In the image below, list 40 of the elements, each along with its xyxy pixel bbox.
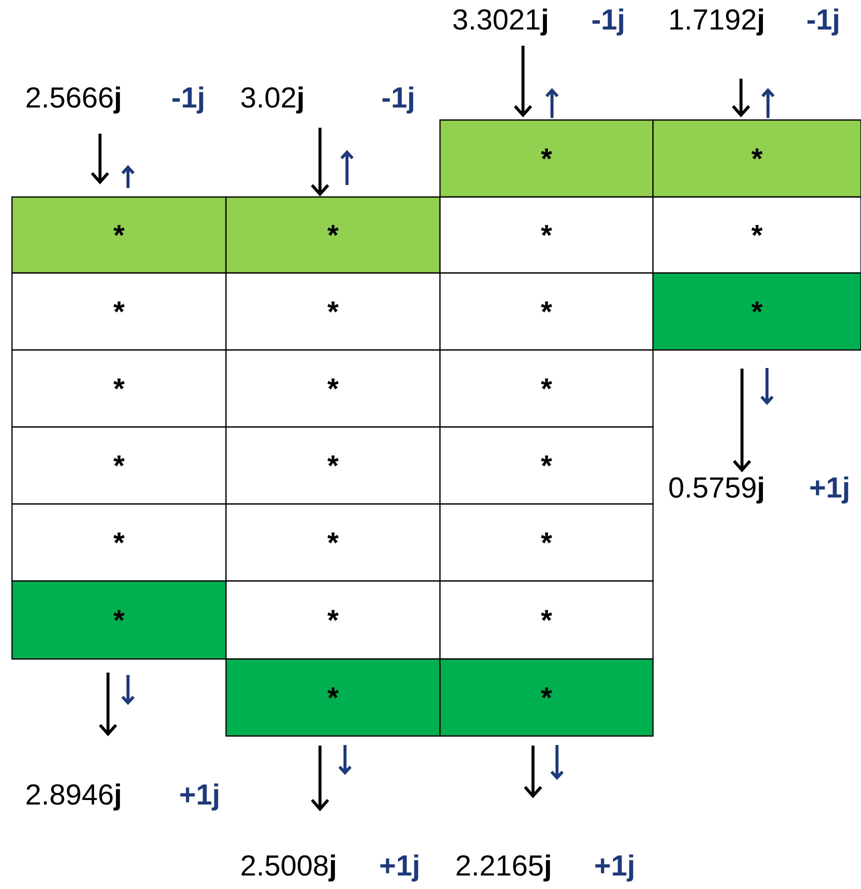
table-cell: * <box>439 349 654 428</box>
arrow <box>98 672 118 736</box>
value-label: 3.3021j -1j <box>453 8 624 36</box>
table-cell: * <box>225 272 441 351</box>
arrow <box>524 746 542 798</box>
arrow <box>310 746 330 812</box>
table-cell: * <box>439 119 654 198</box>
table-cell: * <box>11 426 227 505</box>
table-cell: * <box>439 196 654 274</box>
value-label: 1.7192j -1j <box>670 8 838 36</box>
table-cell: * <box>11 349 227 428</box>
value-label: 2.8946j +1j <box>26 784 218 811</box>
table-cell: * <box>225 426 441 505</box>
table-cell: * <box>652 196 861 274</box>
table-cell: * <box>225 349 441 428</box>
value-label: 3.02j -1j <box>241 86 414 114</box>
table-cell: * <box>652 119 861 198</box>
table-cell: * <box>652 272 861 351</box>
arrow <box>310 128 330 196</box>
table-cell: * <box>225 196 441 274</box>
arrow <box>732 368 752 472</box>
table-cell: * <box>439 503 654 582</box>
arrow <box>90 134 110 184</box>
table-cell: * <box>225 503 441 582</box>
table-cell: * <box>11 196 227 274</box>
table-cell: * <box>11 272 227 351</box>
table-cell: * <box>225 658 441 737</box>
table-cell: * <box>439 580 654 660</box>
value-label: 2.5008j +1j <box>242 854 418 882</box>
arrow <box>732 78 750 118</box>
table-cell: * <box>439 272 654 351</box>
value-label: 2.5666j -1j <box>26 86 204 114</box>
value-label: 2.2165j +1j <box>456 854 634 882</box>
table-cell: * <box>11 580 227 660</box>
table-cell: * <box>439 426 654 505</box>
value-label: 0.5759j +1j <box>669 476 848 504</box>
arrow <box>514 46 532 118</box>
table-cell: * <box>11 503 227 582</box>
table-cell: * <box>225 580 441 660</box>
table-cell: * <box>439 658 654 737</box>
